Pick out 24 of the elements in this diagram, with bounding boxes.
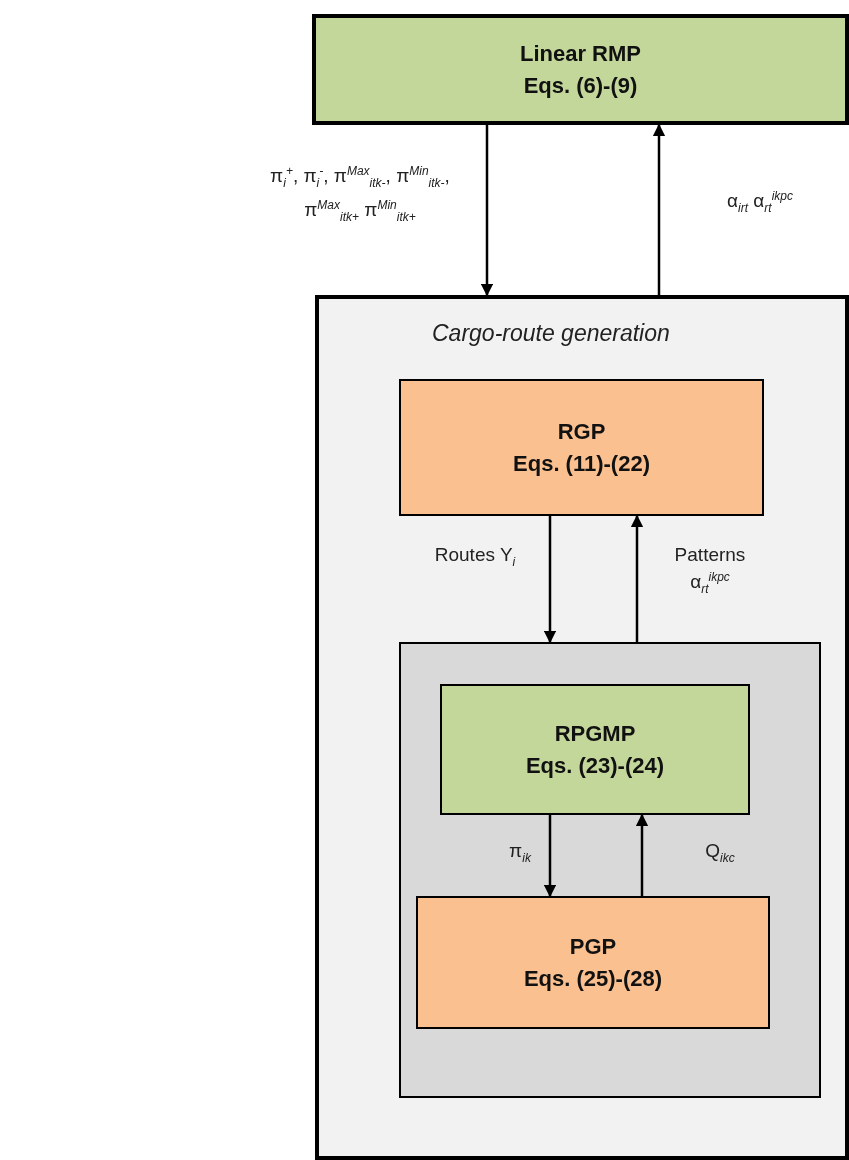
box-title: Linear RMP (520, 40, 641, 66)
edge-label: Q$_{ikc}$ (704, 840, 736, 867)
equation-reference: Eqs. (6)-(9) (523, 72, 638, 98)
equation-reference: Eqs. (25)-(28) (523, 965, 663, 991)
edge-label: Routes Y$_{i}$ (433, 544, 517, 571)
group-container (399, 642, 821, 1098)
group-container (315, 295, 849, 1160)
arrow (630, 514, 644, 642)
equation-reference: Eqs. (11)-(22) (513, 450, 650, 476)
process-box (416, 896, 770, 1029)
box-title: RGP (557, 418, 606, 444)
box-title: RPGMP (554, 720, 636, 746)
process-box (440, 684, 750, 815)
group-heading: Cargo-route generation (432, 320, 670, 347)
equation-reference: Eqs. (23)-(24) (525, 752, 665, 778)
arrow (635, 813, 649, 896)
edge-label: π$_{ik}$ (508, 840, 532, 867)
arrow (652, 123, 666, 295)
process-box (312, 14, 849, 125)
arrow (543, 815, 557, 898)
process-box (399, 379, 764, 516)
arrow (543, 516, 557, 644)
box-title: PGP (569, 933, 617, 959)
arrow (480, 125, 494, 297)
